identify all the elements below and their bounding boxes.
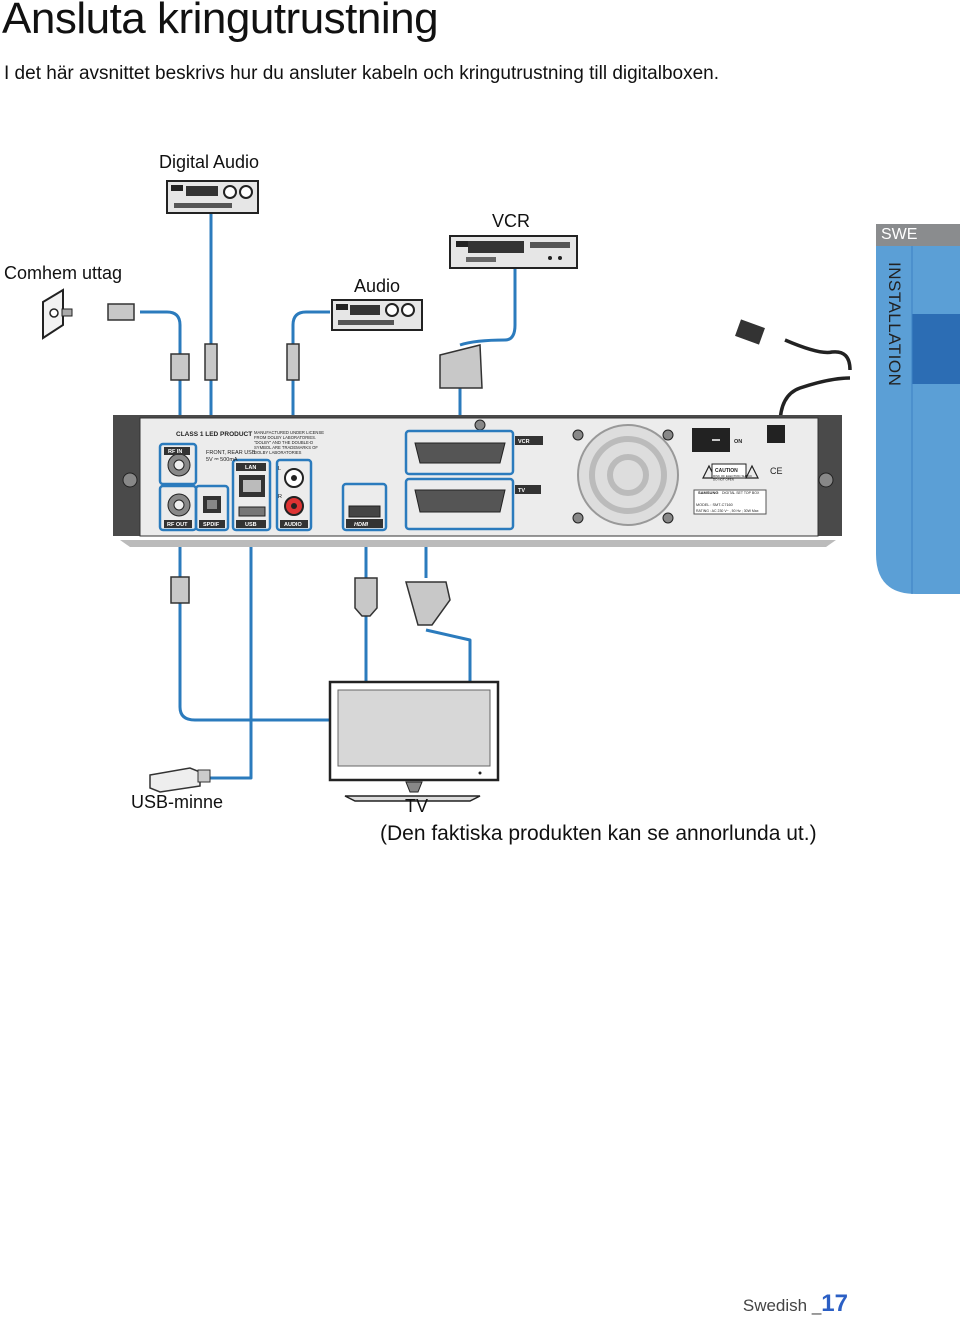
label-tv: TV (405, 796, 429, 816)
dolby-line-3: "DOLBY" AND THE DOUBLE-D (254, 440, 313, 445)
ce-mark: CE (770, 466, 783, 476)
footer-language: Swedish _ (742, 1296, 822, 1315)
label-wall-outlet: Comhem uttag (4, 263, 123, 283)
class1-label: CLASS 1 LED PRODUCT (176, 431, 252, 438)
rca-connector (286, 343, 300, 381)
port-hdmi-label: HDMI (354, 522, 369, 528)
sidebar-section-wrap: INSTALLATION (876, 262, 910, 392)
port-rf-out-label: RF OUT (167, 522, 188, 528)
caution-label: CAUTION (715, 468, 738, 474)
page-title: Ansluta kringutrustning (2, 0, 439, 43)
vcr-device (449, 235, 578, 269)
dolby-line-5: DOLBY LABORATORIES (254, 450, 302, 455)
caution-line-2: DO NOT OPEN (713, 478, 734, 482)
sidebar-tab (876, 246, 960, 594)
product-label: DIGITAL SET TOP BOX (722, 491, 760, 495)
label-vcr: VCR (492, 211, 531, 231)
port-tv-label: TV (518, 488, 525, 494)
tv-icon (328, 680, 500, 802)
rf-connector-in (170, 353, 190, 381)
dolby-line-1: MANUFACTURED UNDER LICENSE (254, 430, 324, 435)
page-number: 17 (821, 1290, 848, 1317)
audio-l-label: L (278, 466, 281, 472)
cable-vcr (458, 268, 517, 415)
brand-label: SAMSUNG (698, 490, 718, 495)
audio-receiver (331, 299, 423, 331)
label-audio: Audio (354, 276, 401, 296)
intro-text: I det här avsnittet beskrivs hur du ansl… (4, 63, 720, 84)
caution-line-1: RISK OF ELECTRIC SHOCK (713, 474, 752, 478)
usb-stick-icon (149, 767, 211, 793)
rating-label: RATING : AC 230 V~ , 50 Hz ; 30W Max (696, 509, 759, 513)
usb-note: FRONT, REAR USB (206, 450, 256, 456)
cable-usb (210, 540, 253, 780)
port-usb-label: USB (245, 522, 257, 528)
port-spdif-label: SPDIF (203, 522, 220, 528)
model-label: MODEL : SMT-C7160 (696, 503, 733, 507)
port-lan-label: LAN (245, 465, 256, 471)
sidebar-section-label: INSTALLATION (885, 262, 904, 387)
digital-audio-receiver (166, 180, 259, 214)
rf-connector-outlet (107, 303, 135, 321)
label-usb-stick: USB-minne (131, 792, 224, 812)
port-vcr-label: VCR (518, 439, 530, 445)
cable-connectors (107, 303, 765, 626)
page-footer: Swedish _17 (743, 1290, 848, 1318)
usb-rating: 5V ⎓ 500mA (206, 457, 238, 463)
set-top-box-back-panel (113, 415, 842, 547)
dolby-line-2: FROM DOLBY LABORATORIES. (254, 435, 316, 440)
wall-outlet-icon (42, 288, 73, 340)
sidebar-language-code: SWE (876, 224, 960, 246)
hdmi-connector (354, 577, 378, 617)
dolby-line-4: SYMBOL ARE TRADEMARKS OF (254, 445, 318, 450)
port-audio-label: AUDIO (284, 522, 302, 528)
cable-rf-out (178, 540, 330, 722)
audio-r-label: R (278, 494, 282, 500)
rf-connector-out (170, 576, 190, 604)
optical-connector (204, 343, 218, 381)
scart-connector-vcr (439, 344, 483, 389)
power-switch-label: ON (734, 439, 742, 445)
power-plug (735, 319, 765, 345)
scart-connector-tv (405, 581, 451, 626)
port-rf-in-label: RF IN (168, 449, 182, 455)
disclaimer-note: (Den faktiska produkten kan se annorlund… (380, 822, 817, 845)
label-digital-audio: Digital Audio (159, 152, 260, 172)
power-cord (778, 338, 852, 426)
